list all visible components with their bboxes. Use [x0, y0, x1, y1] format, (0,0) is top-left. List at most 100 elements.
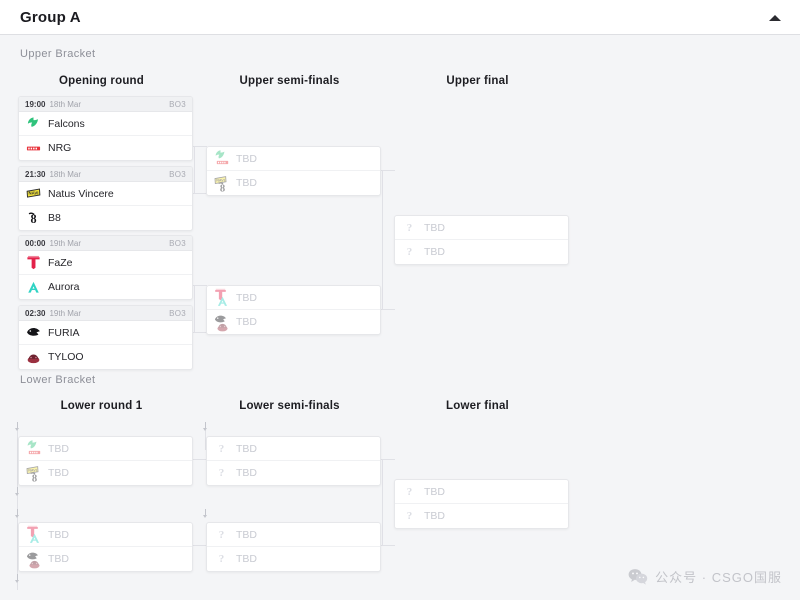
team-row[interactable]: FURIA [19, 321, 192, 345]
team-row[interactable]: ? TBD [207, 461, 380, 485]
match-card[interactable]: 19:00 18th Mar BO3 Falcons NRG [18, 96, 193, 161]
match-card[interactable]: TBD NAVI 8 TBD [18, 436, 193, 486]
svg-text:8: 8 [32, 473, 37, 483]
navi-logo-icon: NAVI [26, 186, 41, 201]
svg-text:NAVI: NAVI [216, 178, 225, 182]
team-name: TBD [236, 177, 257, 189]
team-row[interactable]: NAVI 8 TBD [19, 461, 192, 485]
match-header: 19:00 18th Mar BO3 [19, 97, 192, 112]
loser-feed-arrow [14, 487, 21, 496]
match-format-badge: BO3 [169, 308, 186, 318]
connector [183, 459, 207, 460]
match-card[interactable]: TBD NAVI 8 TBD [206, 146, 381, 196]
nrg-logo-icon [26, 141, 41, 156]
question-icon: ? [218, 467, 225, 479]
match-time: 02:30 [25, 308, 46, 318]
team-row[interactable]: Aurora [19, 275, 192, 299]
team-row[interactable]: TYLOO [19, 345, 192, 369]
connector [382, 459, 383, 545]
pending-teams-icon [214, 315, 229, 331]
collapse-toggle-button[interactable] [766, 9, 784, 27]
watermark-text: 公众号 · CSGO国服 [655, 570, 782, 585]
faze-logo-icon [26, 255, 41, 270]
team-row[interactable]: ? TBD [207, 437, 380, 461]
match-card[interactable]: TBD TBD [18, 522, 193, 572]
connector [183, 285, 207, 286]
team-row[interactable]: ? TBD [207, 523, 380, 547]
team-name: Natus Vincere [48, 187, 114, 200]
match-date: 18th Mar [49, 99, 82, 109]
team-name: TBD [236, 152, 257, 165]
team-row[interactable]: TBD [207, 286, 380, 310]
connector [183, 146, 207, 147]
watermark: 公众号 · CSGO国服 [628, 567, 782, 586]
team-row[interactable]: ? TBD [395, 504, 568, 528]
team-row[interactable]: FaZe [19, 251, 192, 275]
wechat-icon [628, 569, 648, 585]
match-card[interactable]: TBD TBD [206, 285, 381, 335]
match-time: 21:30 [25, 169, 46, 179]
team-name: TBD [48, 467, 69, 479]
question-icon: ? [218, 553, 225, 565]
team-name: TBD [236, 442, 257, 455]
team-row[interactable]: ? TBD [395, 240, 568, 264]
lower-bracket-label: Lower Bracket [20, 374, 96, 386]
question-icon: ? [406, 510, 413, 522]
match-header: 02:30 19th Mar BO3 [19, 306, 192, 321]
loser-feed-arrow [14, 422, 21, 431]
round-title-upper-2: Upper semi-finals [239, 75, 340, 87]
team-name: Aurora [48, 281, 80, 293]
match-card[interactable]: ? TBD ? TBD [206, 436, 381, 486]
pending-teams-icon: NAVI 8 [26, 465, 41, 484]
team-name: TBD [236, 528, 257, 541]
b8-logo-icon: 8 [26, 211, 41, 226]
team-row[interactable]: ? TBD [395, 216, 568, 240]
loser-feed-rail [205, 430, 206, 450]
team-row[interactable]: TBD [19, 547, 192, 571]
match-card[interactable]: ? TBD ? TBD [394, 479, 569, 529]
team-row[interactable]: Falcons [19, 112, 192, 136]
pending-teams-icon [214, 288, 229, 306]
connector [183, 193, 207, 194]
match-card[interactable]: 00:00 19th Mar BO3 FaZe Aurora [18, 235, 193, 300]
svg-text:8: 8 [220, 183, 225, 193]
team-name: TBD [424, 221, 445, 234]
loser-feed-arrow [14, 574, 21, 583]
match-date: 19th Mar [49, 308, 82, 318]
match-header: 00:00 19th Mar BO3 [19, 236, 192, 251]
team-row[interactable]: TBD [207, 310, 380, 334]
team-row[interactable]: ? TBD [395, 480, 568, 504]
furia-logo-icon [26, 325, 41, 340]
team-name: TBD [424, 246, 445, 258]
pending-teams-icon [26, 525, 41, 543]
connector [194, 146, 195, 194]
connector [183, 545, 207, 546]
falcons-logo-icon [26, 116, 41, 131]
match-card[interactable]: 21:30 18th Mar BO3 NAVI Natus Vincere 8 … [18, 166, 193, 231]
team-row[interactable]: NAVI Natus Vincere [19, 182, 192, 206]
team-name: FURIA [48, 326, 80, 339]
question-icon: ? [218, 442, 225, 455]
loser-feed-arrow [202, 422, 209, 431]
team-row[interactable]: TBD [207, 147, 380, 171]
page-title: Group A [20, 8, 81, 26]
question-icon: ? [406, 221, 413, 234]
tyloo-logo-icon [26, 350, 41, 365]
team-row[interactable]: TBD [19, 437, 192, 461]
team-row[interactable]: NRG [19, 136, 192, 160]
team-row[interactable]: ? TBD [207, 547, 380, 571]
match-card[interactable]: ? TBD ? TBD [394, 215, 569, 265]
team-row[interactable]: 8 B8 [19, 206, 192, 230]
team-row[interactable]: TBD [19, 523, 192, 547]
team-row[interactable]: NAVI 8 TBD [207, 171, 380, 195]
question-icon: ? [406, 485, 413, 498]
round-title-upper-3: Upper final [446, 75, 509, 87]
group-header: Group A [0, 0, 800, 35]
chevron-up-icon [769, 15, 781, 21]
connector [371, 309, 395, 310]
match-card[interactable]: ? TBD ? TBD [206, 522, 381, 572]
loser-feed-arrow [202, 509, 209, 518]
round-title-upper-1: Opening round [58, 75, 144, 87]
team-name: TBD [424, 510, 445, 522]
match-card[interactable]: 02:30 19th Mar BO3 FURIA TYLOO [18, 305, 193, 370]
